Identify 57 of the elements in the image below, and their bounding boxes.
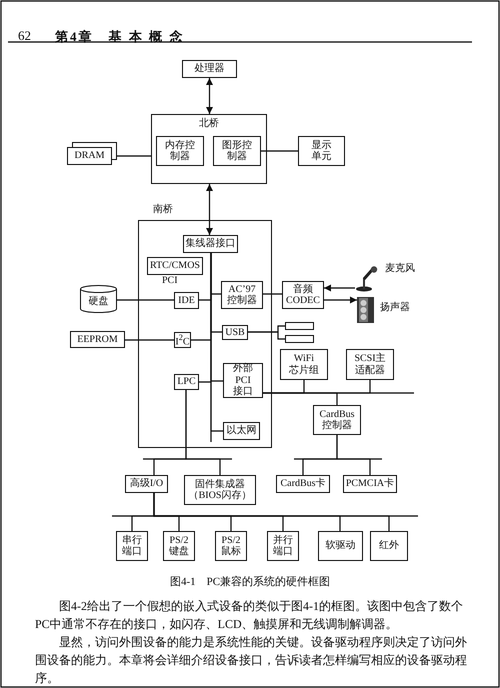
connector [324, 296, 357, 304]
component-box: 处理器 [182, 60, 237, 78]
component-box: WiFi芯片组 [280, 349, 328, 380]
component-box: 以太网 [223, 422, 260, 440]
component-box: SCSI主适配器 [346, 349, 394, 380]
port-box [285, 335, 314, 343]
bus-label: PCI [162, 275, 178, 286]
component-box: 红外 [370, 531, 408, 561]
connector [336, 435, 371, 475]
component-box: RTC/CMOS [147, 257, 203, 275]
connector [117, 299, 174, 301]
port-box [285, 322, 314, 330]
connector [261, 150, 298, 152]
connector [210, 253, 223, 432]
component-box: AC’97控制器 [221, 281, 263, 309]
speaker-icon [357, 297, 374, 323]
figure-caption: 图4-1 PC兼容的系统的硬件框图 [168, 574, 332, 589]
bridge-box [151, 114, 267, 184]
disk-cylinder: 硬盘 [80, 285, 117, 313]
paragraph: 显然，访问外围设备的能力是系统性能的关键。设备驱动程序则决定了访问外围设备的能力。本章将会详细介绍设备接口，告诉读者怎样编写相应的设备驱动程序。 [35, 634, 468, 687]
component-box: PCMCIA卡 [343, 475, 397, 493]
component-box: 音频CODEC [282, 281, 324, 309]
component-box: CardBus控制器 [313, 405, 361, 435]
component-box: 软驱动 [318, 531, 363, 561]
component-box: USB [222, 325, 248, 340]
component-box: 高级I/O [125, 475, 168, 493]
component-box: 显示单元 [298, 136, 345, 166]
device-label: 扬声器 [380, 300, 410, 314]
component-box: 内存控制器 [156, 136, 204, 166]
connector [153, 493, 390, 531]
connector [206, 184, 214, 235]
connector [263, 392, 338, 405]
box-heading: 北桥 [198, 118, 220, 130]
page-number: 62 [18, 28, 31, 44]
box-heading: 南桥 [153, 204, 173, 216]
component-box: 串行端口 [116, 531, 148, 561]
component-box: LPC [174, 374, 199, 390]
device-label: 麦克风 [385, 262, 415, 275]
connector [185, 390, 221, 475]
component-box: CardBus卡 [276, 475, 330, 493]
component-box: 集线器接口 [183, 235, 238, 253]
component-box: I$^{2}$C [174, 332, 191, 348]
component-box: EEPROM [70, 331, 125, 348]
connector [324, 284, 355, 292]
paragraph: 图4-2给出了一个假想的嵌入式设备的类似于图4-1的框图。该图中包含了数个PC中通常不存在的接口，如闪存、LCD、触摸屏和无线调制解调器。 [35, 598, 464, 633]
component-box: PS/2键盘 [163, 531, 195, 561]
component-box: 固件集成器（BIOS闪存） [184, 475, 256, 505]
component-box: 并行端口 [267, 531, 299, 561]
connector [125, 339, 174, 341]
connector [117, 155, 151, 157]
component-box: PS/2鼠标 [215, 531, 247, 561]
component-box: 图形控制器 [213, 136, 261, 166]
connector [248, 331, 285, 340]
microphone-icon [355, 266, 379, 292]
connector [206, 78, 214, 114]
component-box: IDE [174, 292, 199, 309]
connector [263, 293, 282, 295]
